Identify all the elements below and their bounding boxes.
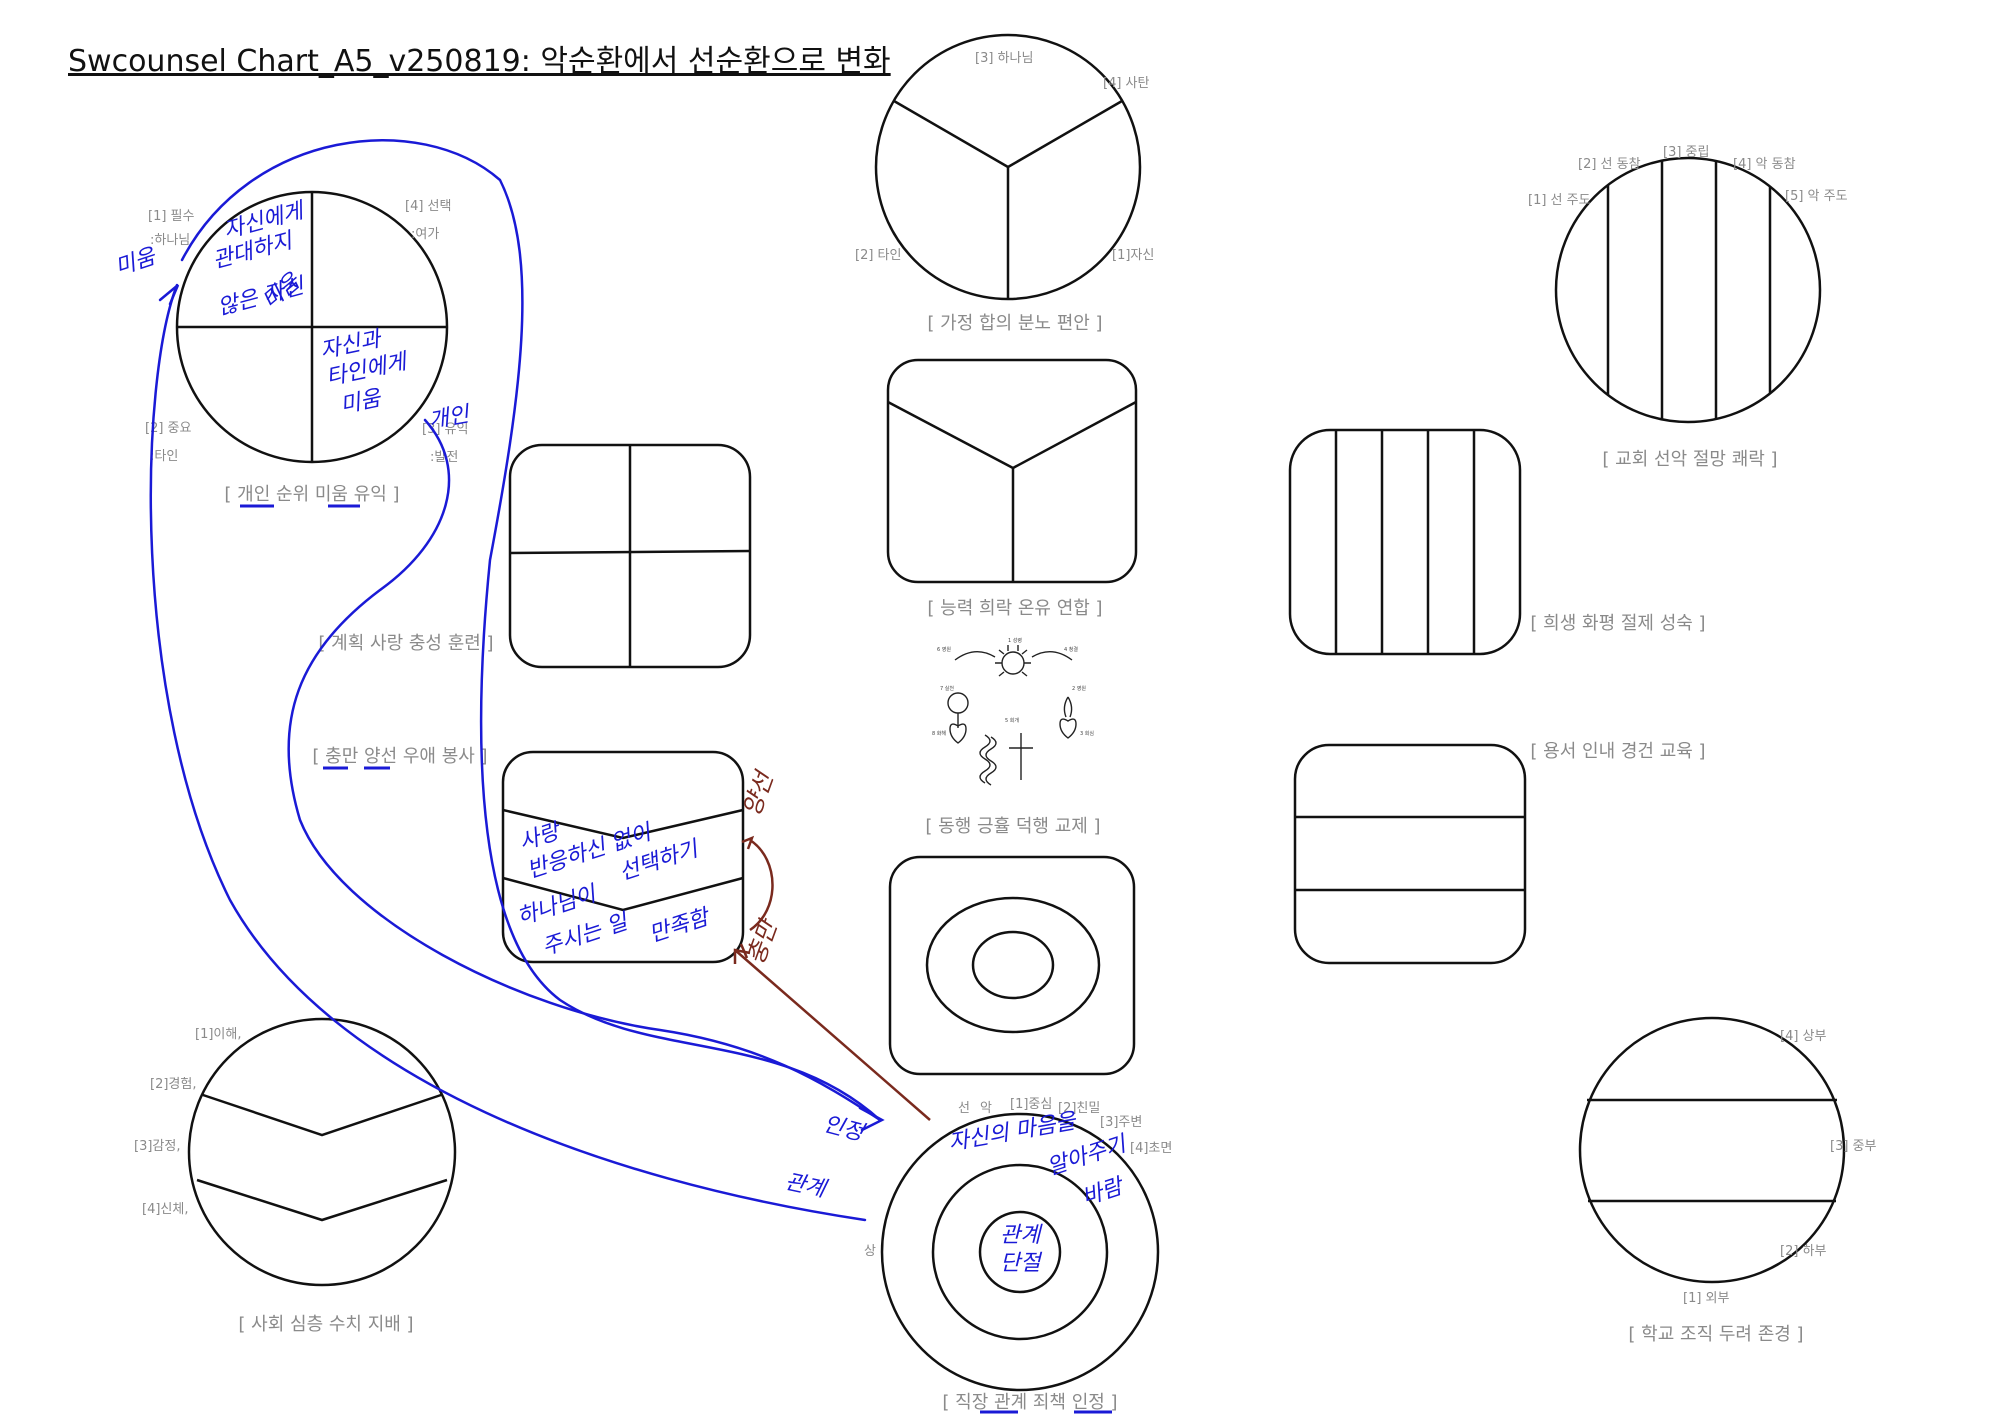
chart-workplace (880, 1112, 1160, 1392)
c11-label-5: [3]주변 (1100, 1115, 1142, 1130)
c8-label-1: 1 성령 (1008, 637, 1022, 644)
chart-sacrifice-box (1288, 428, 1522, 656)
c12-label-4: [1] 외부 (1683, 1291, 1730, 1306)
c3-label-5: [5] 악 주도 (1785, 189, 1848, 204)
c8-label-3: 4 청결 (1064, 646, 1078, 653)
c7-caption: [ 충만 양선 우애 봉사 ] (312, 746, 487, 767)
chart-personal (175, 190, 449, 464)
c8-label-7: 8 화해 (932, 730, 946, 737)
chart-fullness-box (501, 750, 745, 964)
note-goodness: 양선 (737, 766, 779, 820)
c12-label-3: [2] 하부 (1780, 1244, 1827, 1259)
c12-caption: [ 학교 조직 두려 존경 ] (1628, 1324, 1803, 1345)
c2-label-2: [4] 사탄 (1103, 76, 1150, 91)
c12-label-2: [3] 중부 (1830, 1139, 1877, 1154)
note-dislike-left: 미움 (112, 244, 160, 281)
c5-caption: [ 능력 희락 온유 연합 ] (927, 598, 1102, 619)
c11-label-7: 상 (864, 1244, 876, 1259)
chart-church (1554, 156, 1822, 424)
chart-society (187, 1017, 457, 1287)
page-title: Swcounsel Chart_A5_v250819: 악순환에서 선순환으로 … (68, 44, 891, 79)
c3-label-1: [1] 선 주도 (1528, 193, 1591, 208)
c1-label-1: [1] 필수 (148, 209, 195, 224)
note-circle-line2: 알아주기 (1044, 1131, 1130, 1180)
c1-label-4: :여가 (411, 227, 439, 242)
brown-pen-strokes (733, 835, 931, 1121)
c10-caption: [ 사회 심층 수치 지배 ] (238, 1314, 413, 1335)
workplace-circle (880, 1112, 1160, 1392)
chart-forgiveness-box (1293, 743, 1527, 965)
note-core-line2: 단절 (1000, 1251, 1042, 1276)
c11-label-2: 악 (980, 1101, 992, 1116)
chart-cycle-illustration (947, 645, 1077, 786)
c8-caption: [ 동행 긍휼 덕행 교제 ] (925, 816, 1100, 837)
note-q3-line3: 미움 (338, 386, 385, 419)
note-recognition: 인정 (820, 1112, 868, 1147)
c3-caption: [ 교회 선악 절망 쾌락 ] (1602, 449, 1777, 470)
note-box-line6: 만족함 (646, 904, 714, 947)
blue-pen-strokes (149, 139, 885, 1222)
c1-label-5: [2] 중요 (145, 421, 192, 436)
chart-workplace-box (888, 855, 1136, 1076)
society-circle (187, 1017, 457, 1287)
c8-label-5: 2 영원 (1072, 685, 1086, 692)
chart-school (1578, 1016, 1846, 1284)
c1-label-7: [3] 유익 (422, 422, 468, 437)
c9-caption: [ 용서 인내 경건 교육 ] (1530, 741, 1705, 762)
c2-label-3: [2] 타인 (855, 248, 901, 263)
c1-label-8: :발전 (430, 450, 458, 465)
c2-label-4: [1]자신 (1112, 248, 1154, 263)
c3-label-3: [3] 중립 (1663, 145, 1709, 160)
chart-ability-box (886, 358, 1138, 584)
c8-label-8: 3 회심 (1080, 730, 1094, 737)
c3-label-2: [2] 선 동참 (1578, 157, 1641, 172)
c12-label-1: [4] 상부 (1780, 1029, 1827, 1044)
c2-caption: [ 가정 합의 분노 편안 ] (927, 313, 1102, 334)
c11-caption: [ 직장 관계 죄책 인정 ] (942, 1392, 1117, 1413)
c1-label-3: [4] 선택 (405, 199, 451, 214)
c1-label-2: :하나님 (150, 233, 190, 248)
chart-family (874, 33, 1142, 301)
c4-caption: [ 계획 사랑 충성 훈련 ] (318, 633, 493, 654)
c3-label-4: [4] 악 동참 (1733, 157, 1796, 172)
c10-label-2: [2]경험, (150, 1077, 196, 1092)
note-relationship: 관계 (783, 1169, 830, 1202)
c2-label-1: [3] 하나님 (975, 51, 1033, 66)
note-circle-line3: 바람 (1079, 1174, 1128, 1211)
c11-label-1: 선 (958, 1101, 970, 1116)
c11-label-3: [1]중심 (1010, 1097, 1052, 1112)
c8-label-6: 5 회개 (1005, 717, 1019, 724)
c10-label-4: [4]신체, (142, 1202, 188, 1217)
c1-caption: [ 개인 순위 미움 유익 ] (224, 484, 399, 505)
c8-label-4: 7 실천 (940, 685, 954, 692)
chart-plan-box (508, 443, 752, 669)
church-circle (1554, 156, 1822, 424)
c11-label-6: [4]초면 (1130, 1141, 1172, 1156)
c10-label-3: [3]감정, (134, 1139, 180, 1154)
school-circle (1578, 1016, 1846, 1284)
c10-label-1: [1]이해, (195, 1027, 241, 1042)
c1-label-6: :타인 (150, 449, 178, 464)
c8-label-2: 6 영원 (937, 646, 951, 653)
c6-caption: [ 희생 화평 절제 성숙 ] (1530, 613, 1705, 634)
note-fullness: 충만 (741, 914, 783, 968)
c11-label-4: [2]친밀 (1058, 1101, 1100, 1116)
note-core-line1: 관계 (1000, 1223, 1043, 1248)
